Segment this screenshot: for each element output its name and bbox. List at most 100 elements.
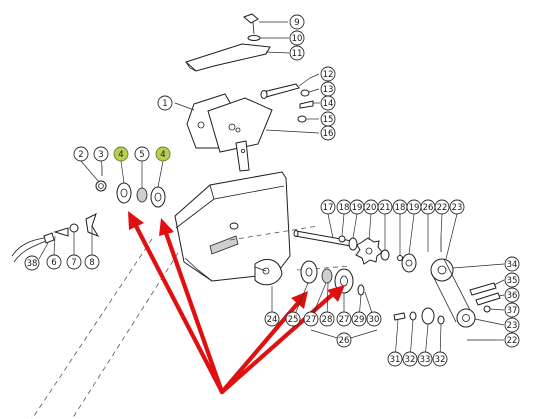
callout-33: 33 <box>417 351 433 367</box>
callout-number: 32 <box>405 355 416 365</box>
callout-number: 7 <box>71 258 76 268</box>
callout-circle <box>434 199 450 215</box>
callout-24: 24 <box>264 311 280 327</box>
callout-11: 11 <box>289 45 305 61</box>
callout-circle <box>387 351 403 367</box>
callout-27: 27 <box>336 311 352 327</box>
callout-7: 7 <box>66 254 82 270</box>
cover-plate-part <box>185 43 271 72</box>
callout-number: 27 <box>339 315 350 325</box>
callout-circle <box>320 125 336 141</box>
callout-circle <box>285 311 301 327</box>
callout-circle <box>24 255 40 271</box>
callout-12: 12 <box>320 66 336 82</box>
callout-circle <box>449 199 465 215</box>
callout-number: 12 <box>323 70 334 80</box>
sprocket-small-part <box>355 237 390 265</box>
callout-number: 19 <box>352 203 363 213</box>
callout-4: 4 <box>155 146 171 162</box>
callout-19: 19 <box>349 199 365 215</box>
callout-25: 25 <box>285 311 301 327</box>
callout-circle <box>320 199 336 215</box>
callout-28: 28 <box>319 311 335 327</box>
sprocket-large-part <box>397 236 497 341</box>
callout-circle <box>504 256 520 272</box>
callout-32: 32 <box>402 351 418 367</box>
callout-circle <box>402 351 418 367</box>
callout-number: 21 <box>380 203 391 213</box>
callout-number: 6 <box>51 258 56 268</box>
callout-circle <box>93 146 109 162</box>
callout-circle <box>289 30 305 46</box>
callout-14: 14 <box>320 95 336 111</box>
callout-circle <box>504 317 520 333</box>
callout-circle <box>157 95 173 111</box>
callout-circle <box>320 66 336 82</box>
callout-number: 37 <box>507 306 518 316</box>
callout-31: 31 <box>387 351 403 367</box>
callout-number: 11 <box>292 49 303 59</box>
callout-36: 36 <box>504 287 520 303</box>
bottom-bolt-parts <box>393 307 445 325</box>
cable-part <box>11 232 55 263</box>
callout-38: 38 <box>24 255 40 271</box>
callout-number: 22 <box>507 336 518 346</box>
callout-circle <box>84 254 100 270</box>
callout-number: 18 <box>339 203 350 213</box>
callout-number: 23 <box>452 203 463 213</box>
callout-26: 26 <box>336 332 352 348</box>
callout-number: 14 <box>323 99 334 109</box>
callout-13: 13 <box>320 81 336 97</box>
callout-34: 34 <box>504 256 520 272</box>
callout-26: 26 <box>420 199 436 215</box>
housing-body-part <box>174 171 291 286</box>
callout-circle <box>336 311 352 327</box>
callout-number: 23 <box>507 321 518 331</box>
callout-30: 30 <box>366 311 382 327</box>
callout-number: 4 <box>118 150 123 160</box>
callout-number: 34 <box>507 260 518 270</box>
callout-8: 8 <box>84 254 100 270</box>
callout-circle <box>303 311 319 327</box>
callout-number: 17 <box>323 203 334 213</box>
callout-5: 5 <box>134 146 150 162</box>
callout-number: 27 <box>306 315 317 325</box>
callout-circle <box>432 351 448 367</box>
callout-number: 29 <box>354 315 365 325</box>
callout-number: 26 <box>423 203 434 213</box>
callout-number: 26 <box>339 336 350 346</box>
callout-circle <box>46 254 62 270</box>
callout-23: 23 <box>504 317 520 333</box>
left-hardware-parts <box>95 166 166 208</box>
callout-circle <box>504 302 520 318</box>
callout-22: 22 <box>434 199 450 215</box>
callout-15: 15 <box>320 111 336 127</box>
callout-number: 16 <box>323 129 334 139</box>
callout-37: 37 <box>504 302 520 318</box>
callout-number: 13 <box>323 85 334 95</box>
callout-21: 21 <box>377 199 393 215</box>
callout-circle <box>155 146 171 162</box>
callout-number: 18 <box>395 203 406 213</box>
callout-number: 8 <box>89 258 94 268</box>
callout-circle <box>417 351 433 367</box>
callout-1: 1 <box>157 95 173 111</box>
callout-10: 10 <box>289 30 305 46</box>
callout-circle <box>504 332 520 348</box>
callout-number: 35 <box>507 276 518 286</box>
lower-plate-part <box>207 97 273 172</box>
wing-nut-bolt-parts <box>53 213 100 238</box>
callout-20: 20 <box>363 199 379 215</box>
callout-circle <box>319 311 335 327</box>
callout-number: 25 <box>288 315 299 325</box>
callout-27: 27 <box>303 311 319 327</box>
callout-number: 5 <box>139 150 144 160</box>
callout-number: 15 <box>323 115 334 125</box>
lever-handle-part <box>243 13 261 41</box>
callout-number: 32 <box>435 355 446 365</box>
callout-circle <box>264 311 280 327</box>
drive-shaft-part <box>293 230 358 251</box>
callout-6: 6 <box>46 254 62 270</box>
